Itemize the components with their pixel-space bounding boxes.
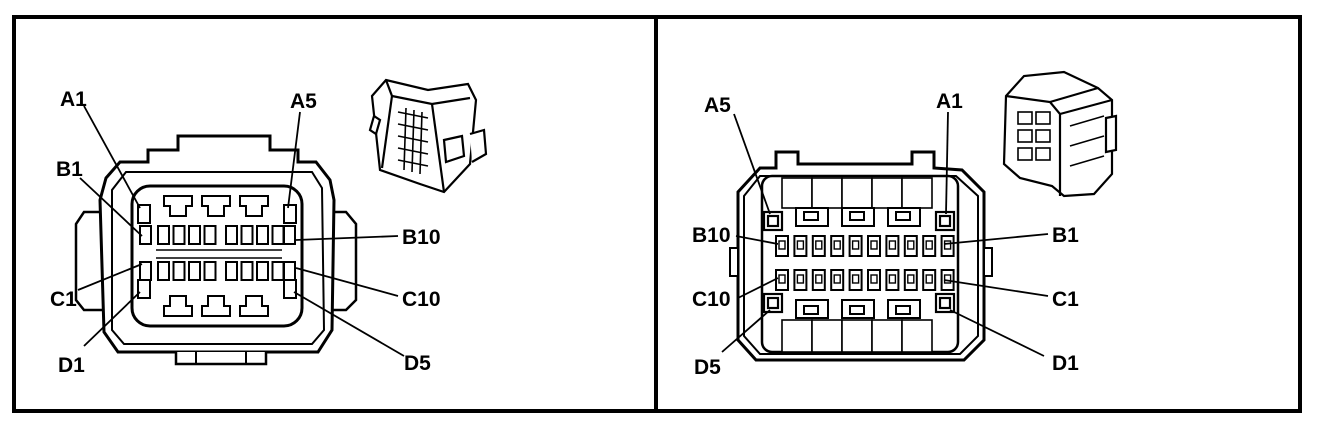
terminal-cavity-latch	[888, 274, 897, 284]
label-b1-right: B1	[1052, 224, 1079, 247]
terminal-cavity-latch	[778, 240, 786, 250]
terminal-cavity-row-c	[139, 261, 152, 281]
left-side-rib	[74, 210, 102, 312]
terminal-cavity-row-b	[240, 225, 254, 245]
label-b10: B10	[402, 226, 441, 249]
terminal-d5	[283, 279, 297, 299]
terminal-cavity-latch	[833, 240, 841, 250]
terminal-cavity-latch	[796, 240, 805, 250]
terminal-rows-bc-right	[775, 235, 955, 291]
terminal-cavity-latch	[943, 274, 952, 284]
terminal-cavity-row-b	[172, 225, 186, 245]
label-a5: A5	[290, 90, 317, 113]
row-a-keys	[163, 195, 269, 217]
label-a1-right: A1	[936, 90, 963, 113]
terminal-a5	[283, 204, 297, 224]
connector-iso-right	[1002, 70, 1118, 198]
terminal-cavity-row-b	[256, 225, 269, 245]
terminal-cavity-latch	[907, 240, 915, 250]
label-c10-right: C10	[692, 288, 731, 311]
terminal-cavity-row-c	[256, 261, 269, 281]
terminal-cavity-row-c	[240, 261, 254, 281]
terminal-cavity-latch	[851, 274, 860, 284]
terminal-cavity-latch	[778, 274, 786, 284]
terminal-cavity-latch	[925, 240, 933, 250]
terminal-cavity-latch	[851, 240, 860, 250]
terminal-cavity-row-c	[157, 261, 170, 281]
label-b10-right: B10	[692, 224, 731, 247]
label-c1-right: C1	[1052, 288, 1079, 311]
label-d1-right: D1	[1052, 352, 1079, 375]
terminal-cavity-latch	[815, 240, 823, 250]
terminal-cavity-row-b	[188, 225, 201, 245]
terminal-cavity-row-c	[225, 261, 238, 281]
terminal-cavity-row-b	[271, 225, 285, 245]
upper-grid	[781, 177, 933, 209]
right-panel: A5 A1 B10 B1 C10 C1 D5 D1	[692, 70, 1118, 379]
label-a1: A1	[60, 88, 87, 111]
label-d5: D5	[404, 352, 431, 375]
terminal-cavity-latch	[815, 274, 823, 284]
terminal-cavity-latch	[888, 240, 897, 250]
mating-face	[130, 184, 304, 328]
terminal-rows-bc	[139, 225, 296, 281]
terminal-cavity-row-b	[225, 225, 238, 245]
bottom-latch	[174, 352, 268, 366]
terminal-cavity-row-c	[188, 261, 201, 281]
row-a-keys-right	[795, 207, 921, 227]
terminal-cavity-row-c	[283, 261, 296, 281]
left-panel: A1 A5 B1 B10 C1 C10 D1 D5	[50, 78, 488, 377]
terminal-cavity-latch	[925, 274, 933, 284]
row-d-keys-right	[795, 299, 921, 319]
label-a5-right: A5	[704, 94, 731, 117]
terminal-a1	[137, 204, 151, 224]
terminal-cavity-latch	[796, 274, 805, 284]
left-leader-lines	[77, 105, 405, 357]
label-d5-right: D5	[694, 356, 721, 379]
terminal-cavity-latch	[943, 240, 952, 250]
terminal-cavity-row-b	[157, 225, 170, 245]
terminal-cavity-latch	[907, 274, 915, 284]
label-b1: B1	[56, 158, 83, 181]
terminal-cavity-row-c	[203, 261, 217, 281]
right-leader-lines	[721, 111, 1049, 357]
terminal-cavity-latch	[870, 240, 878, 250]
connector-iso-left	[368, 78, 488, 194]
terminal-cavity-latch	[833, 274, 841, 284]
connector-housing-inner	[111, 171, 326, 345]
row-d-keys	[163, 295, 269, 317]
label-c10: C10	[402, 288, 441, 311]
right-side-rib	[330, 210, 358, 312]
label-d1: D1	[58, 354, 85, 377]
lower-grid	[781, 319, 933, 353]
terminal-cavity-row-b	[203, 225, 217, 245]
terminal-cavity-row-c	[271, 261, 285, 281]
terminal-cavity-row-c	[172, 261, 186, 281]
terminal-d1	[137, 279, 151, 299]
terminal-cavity-latch	[870, 274, 878, 284]
terminal-cavity-row-b	[283, 225, 296, 245]
label-c1: C1	[50, 288, 77, 311]
